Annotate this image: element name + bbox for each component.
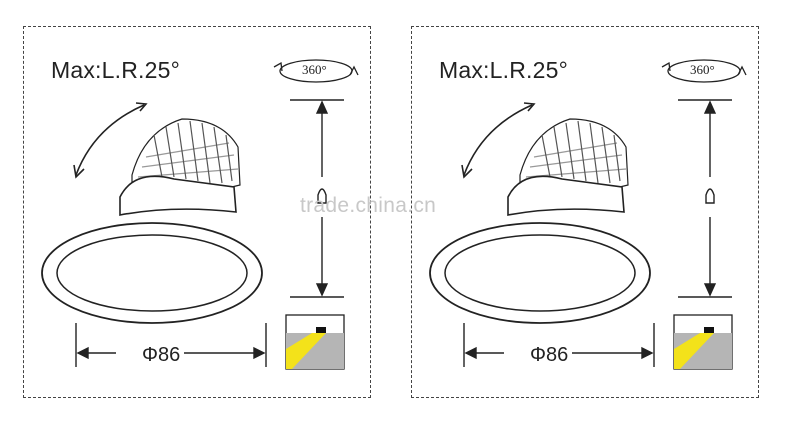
lamp-housing	[507, 175, 625, 216]
watermark-text: trade.china.cn	[300, 194, 437, 217]
diameter-label: Φ86	[142, 344, 181, 366]
rotation-arrow-icon	[273, 59, 359, 83]
height-dimension	[678, 99, 732, 298]
diameter-label: Φ86	[530, 344, 569, 366]
diameter-dimension	[463, 323, 655, 367]
heatsink	[131, 118, 241, 193]
product-diagram-right: Max:L.R.25° 360° Φ86	[411, 26, 759, 398]
tilt-arc-arrow	[73, 102, 148, 179]
beam-angle-icon	[673, 314, 733, 370]
diameter-dimension	[75, 323, 267, 367]
rotation-arrow-icon	[661, 59, 747, 83]
trim-ring-inner	[444, 234, 636, 312]
trim-ring-inner	[56, 234, 248, 312]
tilt-arc-arrow	[461, 102, 536, 179]
downlight-drawing	[429, 59, 747, 370]
product-diagram-left: Max:L.R.25° 360° Φ86	[23, 26, 371, 398]
height-dimension	[290, 99, 344, 298]
rotation-label: 360°	[302, 62, 327, 77]
beam-angle-icon	[285, 314, 345, 370]
tilt-angle-title: Max:L.R.25°	[51, 57, 181, 83]
rotation-label: 360°	[690, 62, 715, 77]
lamp-housing	[119, 175, 237, 216]
tilt-angle-title: Max:L.R.25°	[439, 57, 569, 83]
heatsink	[519, 118, 629, 193]
downlight-drawing	[41, 59, 359, 370]
